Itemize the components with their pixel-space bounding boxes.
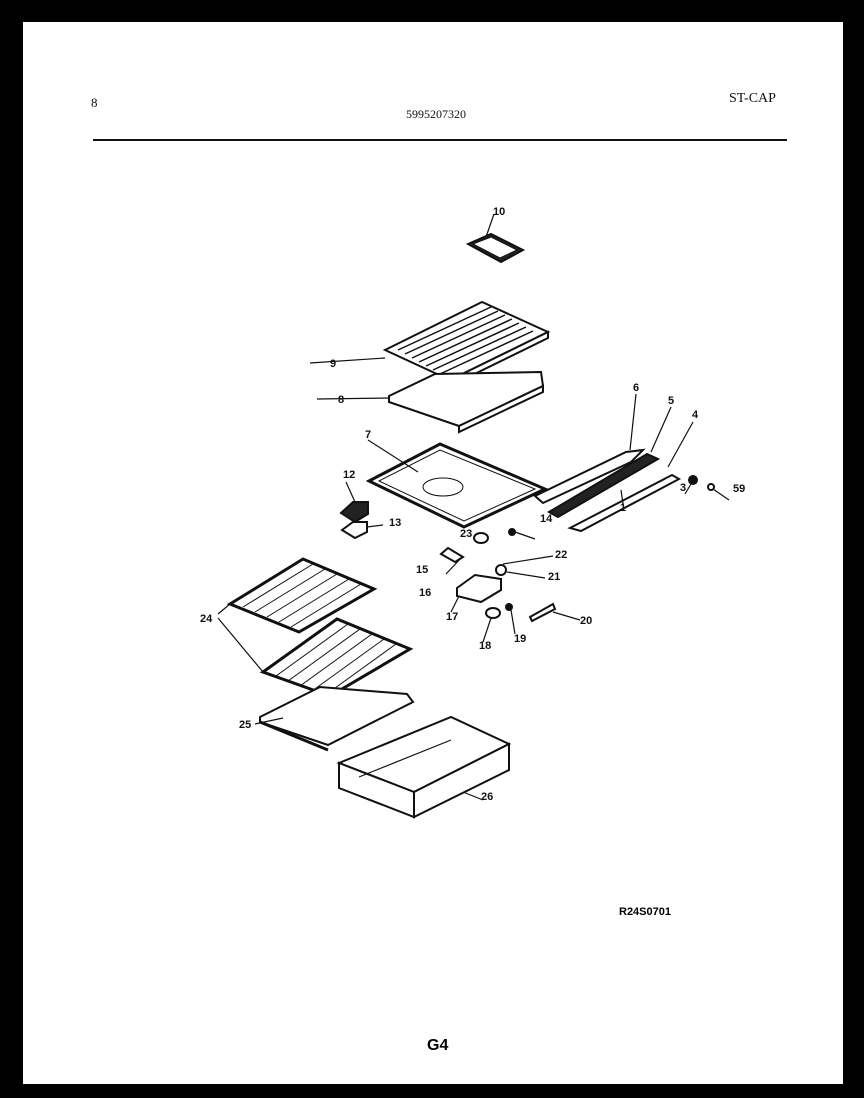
clip-parts-12-13: [339, 481, 384, 540]
page-number: 8: [91, 95, 98, 110]
callout-5: 5: [668, 395, 675, 407]
callout-23: 23: [460, 528, 473, 540]
callout-7: 7: [365, 429, 372, 441]
part-number: 5995207320: [406, 107, 466, 121]
callout-14: 14: [540, 513, 553, 525]
callout-8: 8: [338, 394, 345, 406]
section-code: ST-CAP: [729, 91, 776, 106]
callout-20: 20: [580, 615, 593, 627]
wire-shelf-parts-24: [217, 557, 414, 698]
callout-4: 4: [692, 409, 699, 421]
callout-22: 22: [555, 549, 568, 561]
callout-1: 1: [620, 502, 627, 514]
callout-15: 15: [416, 564, 429, 576]
shelf-cover-part-9: [309, 300, 551, 388]
callout-25: 25: [239, 719, 252, 731]
exploded-view-drawing: [217, 213, 730, 819]
callout-17: 17: [446, 611, 459, 623]
callout-10: 10: [493, 206, 506, 218]
callout-6: 6: [633, 382, 640, 394]
callout-9: 9: [330, 358, 337, 370]
callout-18: 18: [479, 640, 492, 652]
shelf-frame-part-7: [365, 439, 549, 529]
callout-19: 19: [514, 633, 527, 645]
crisper-drawer-part-26: [336, 715, 512, 819]
callout-13: 13: [389, 517, 402, 529]
callout-16: 16: [419, 587, 432, 599]
glass-shelf-part-25: [254, 685, 415, 752]
grille-part-10: [465, 213, 526, 264]
control-assembly-parts-15-23: [439, 532, 581, 643]
callout-3: 3: [680, 482, 687, 494]
callout-26: 26: [481, 791, 494, 803]
header-rule: [93, 139, 787, 141]
rail-parts-1-5-6: [533, 393, 730, 533]
drawing-code: R24S0701: [619, 906, 671, 918]
callout-21: 21: [548, 571, 561, 583]
callout-24: 24: [200, 613, 213, 625]
crisper-cover-part-8: [316, 370, 545, 434]
callout-12: 12: [343, 469, 356, 481]
parts-diagram-page: 8 5995207320 ST-CAP: [23, 22, 843, 1084]
callout-59: 59: [733, 483, 746, 495]
page-label: G4: [427, 1037, 449, 1054]
